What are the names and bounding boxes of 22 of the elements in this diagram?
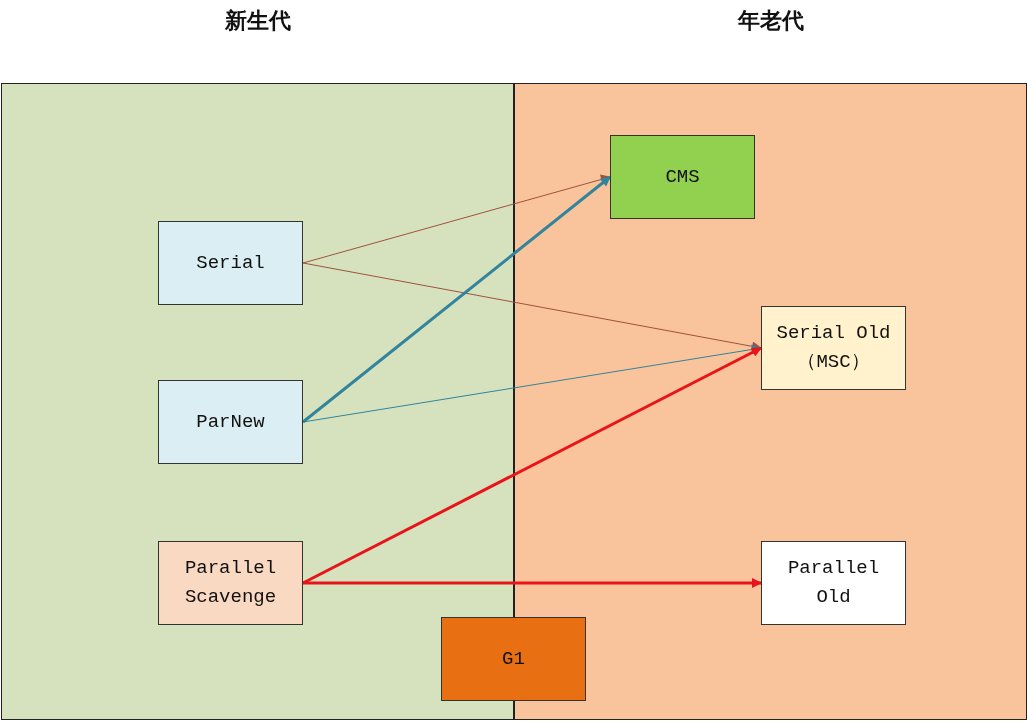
region-heading: 新生代 bbox=[224, 6, 291, 35]
collector-label: G1 bbox=[502, 646, 525, 672]
collector-box bbox=[158, 541, 303, 625]
collector-label: Parallel Scavenge bbox=[183, 556, 278, 610]
arrow bbox=[302, 262, 762, 352]
collector-box bbox=[158, 380, 303, 464]
collector-label: ParNew bbox=[196, 409, 265, 435]
collector-label: Serial Old （MSC） bbox=[775, 321, 892, 375]
arrow bbox=[302, 174, 611, 264]
collector-box bbox=[761, 541, 906, 625]
collector-label: Serial bbox=[196, 250, 265, 276]
collector-label: CMS bbox=[665, 164, 700, 190]
arrow bbox=[302, 175, 611, 424]
arrow bbox=[302, 344, 762, 423]
collector-box bbox=[441, 617, 586, 701]
arrow bbox=[302, 346, 762, 585]
collector-box bbox=[158, 221, 303, 305]
collector-box bbox=[610, 135, 755, 219]
arrow bbox=[303, 578, 762, 588]
region-heading: 年老代 bbox=[737, 6, 804, 35]
collector-box bbox=[761, 306, 906, 390]
collector-label: Parallel Old bbox=[786, 556, 881, 610]
